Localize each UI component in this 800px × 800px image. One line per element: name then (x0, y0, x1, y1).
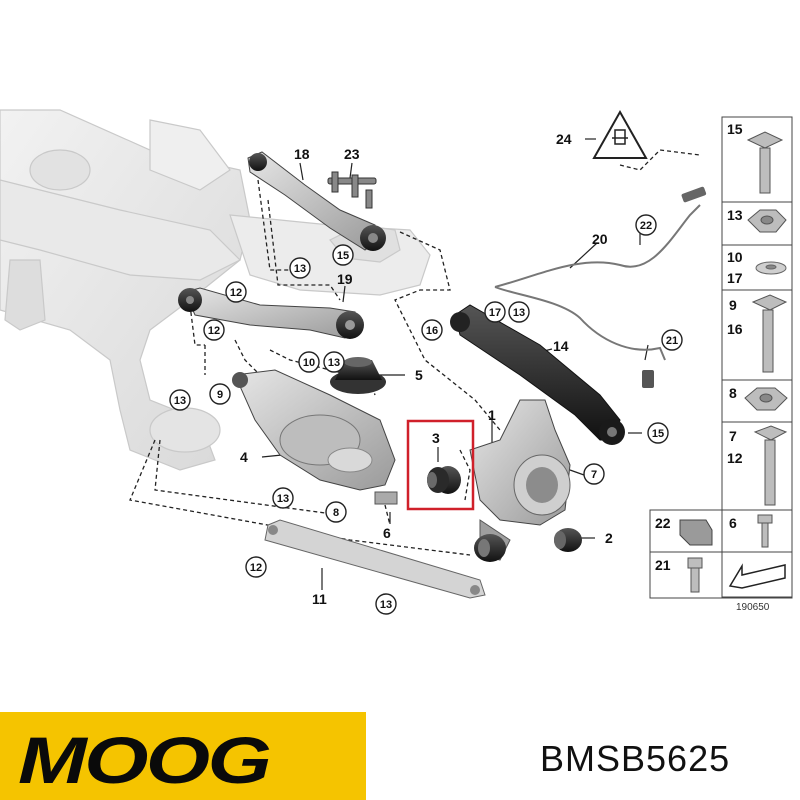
legend-17: 17 (727, 270, 743, 286)
callout-2: 2 (605, 530, 613, 546)
callout-24: 24 (556, 131, 572, 147)
callout-circle-label: 13 (277, 493, 289, 505)
bushing-2 (474, 528, 582, 562)
callout-11: 11 (312, 591, 327, 607)
callout-circle-label: 12 (230, 287, 242, 299)
callout-3: 3 (432, 430, 440, 446)
callout-circle-12: 12 (225, 281, 247, 303)
callout-circle-10: 10 (298, 351, 320, 373)
callout-circle-13: 13 (375, 593, 397, 615)
callout-circle-22: 22 (635, 214, 657, 236)
sensor-22 (642, 186, 707, 388)
warning-triangle-icon (592, 109, 648, 159)
callout-1: 1 (488, 407, 496, 423)
callout-circle-8: 8 (325, 501, 347, 523)
bracket-6 (374, 491, 398, 505)
callout-circle-17: 17 (484, 301, 506, 323)
callout-circle-13: 13 (323, 351, 345, 373)
legend-16: 16 (727, 321, 743, 337)
callout-circle-label: 22 (640, 220, 652, 232)
callout-circle-label: 13 (174, 395, 186, 407)
callout-circle-label: 7 (591, 469, 597, 481)
brand-logo: MOOG (0, 712, 366, 800)
washer-icon (755, 261, 787, 275)
thrust-rod-14 (450, 304, 625, 445)
callout-circle-13: 13 (508, 301, 530, 323)
legend-7: 7 (729, 428, 737, 444)
legend-12: 12 (727, 450, 743, 466)
legend-6: 6 (729, 515, 737, 531)
callout-circle-15: 15 (647, 422, 669, 444)
callout-circle-label: 12 (250, 562, 262, 574)
lock-nut-icon (744, 387, 788, 411)
part-number: BMSB5625 (540, 738, 731, 779)
callout-14: 14 (553, 338, 569, 354)
callout-circle-label: 9 (217, 389, 223, 401)
callout-5: 5 (415, 367, 423, 383)
callout-circle-13: 13 (272, 487, 294, 509)
drawing-number: 190650 (736, 602, 770, 613)
callout-18: 18 (294, 146, 310, 162)
callout-23: 23 (344, 146, 360, 162)
callout-6: 6 (383, 525, 391, 541)
callout-circle-12: 12 (203, 319, 225, 341)
callout-circle-label: 13 (513, 307, 525, 319)
callout-circle-label: 15 (337, 250, 349, 262)
callout-circle-12: 12 (245, 556, 267, 578)
callout-circle-label: 17 (489, 307, 501, 319)
bushing-3-highlighted (406, 419, 475, 511)
callout-circle-16: 16 (421, 319, 443, 341)
callout-circle-7: 7 (583, 463, 605, 485)
legend-9: 9 (729, 297, 737, 313)
legend-panel: 15 13 10 17 9 16 8 7 12 22 6 21 190650 (649, 116, 793, 613)
callout-circle-label: 13 (328, 357, 340, 369)
callout-19: 19 (337, 271, 353, 287)
callout-circle-label: 16 (426, 325, 438, 337)
upper-arm-18 (247, 151, 386, 251)
plain-callouts: 18 23 19 20 24 14 1 3 4 5 6 2 11 (240, 131, 613, 607)
legend-22: 22 (655, 515, 671, 531)
callout-circle-21: 21 (661, 329, 683, 351)
callout-circle-9: 9 (209, 383, 231, 405)
callout-circle-13: 13 (169, 389, 191, 411)
small-screw-icon (757, 514, 773, 548)
control-arm-19 (178, 287, 364, 339)
callout-circle-label: 8 (333, 507, 339, 519)
callout-circle-label: 12 (208, 325, 220, 337)
lower-link-11 (264, 519, 486, 599)
legend-8: 8 (729, 385, 737, 401)
brand-logo-text: MOOG (18, 723, 272, 797)
arrow-icon (728, 563, 786, 589)
lower-arm-4 (232, 369, 396, 491)
callout-circle-15: 15 (332, 244, 354, 266)
bracket-23 (327, 171, 377, 209)
sensor-cable-20 (494, 204, 701, 361)
legend-15: 15 (727, 121, 743, 137)
callout-circle-label: 13 (294, 263, 306, 275)
rubber-mount-5 (330, 357, 386, 394)
callout-circle-label: 15 (652, 428, 664, 440)
bolt-icon (751, 294, 788, 373)
callout-circle-label: 13 (380, 599, 392, 611)
callout-circle-label: 21 (666, 335, 678, 347)
legend-21: 21 (655, 557, 671, 573)
legend-13: 13 (727, 207, 743, 223)
clip-icon (679, 519, 713, 546)
leader-lines-solid (261, 138, 649, 590)
callout-20: 20 (592, 231, 608, 247)
hex-nut-icon (747, 209, 787, 233)
legend-10: 10 (727, 249, 743, 265)
callout-circle-label: 10 (303, 357, 315, 369)
callout-4: 4 (240, 449, 248, 465)
long-bolt-icon (753, 425, 788, 506)
callout-circle-13: 13 (289, 257, 311, 279)
subframe-ghost (0, 109, 431, 471)
flange-bolt-icon (746, 131, 784, 194)
socket-screw-icon (687, 557, 703, 593)
